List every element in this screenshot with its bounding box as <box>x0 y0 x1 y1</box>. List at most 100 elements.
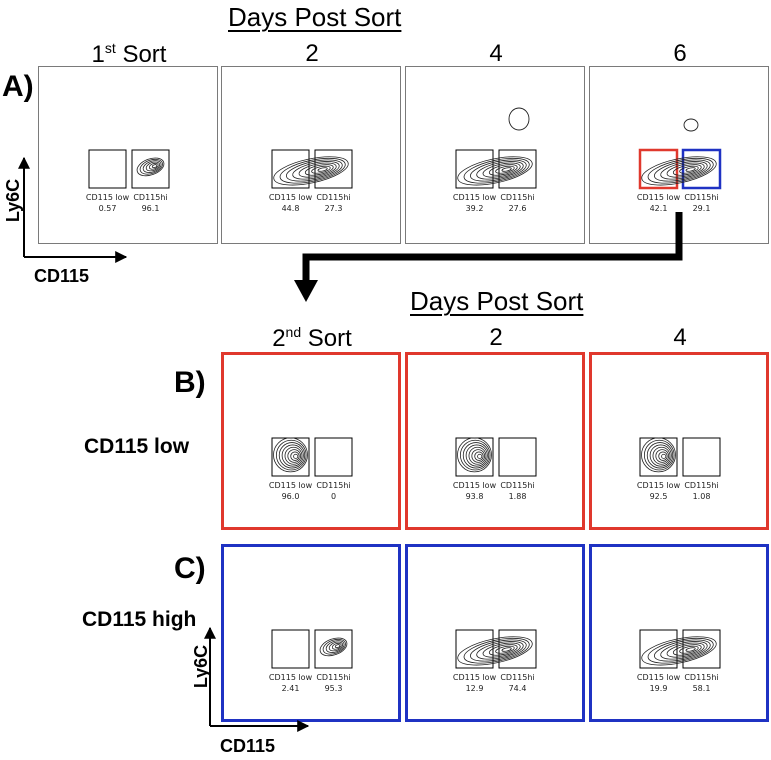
gate-high <box>314 437 353 477</box>
lo-contour-1 <box>459 439 491 471</box>
mid-contour-7 <box>685 647 696 652</box>
gate-low-label: CD115 low <box>453 673 497 682</box>
lo-contour-4 <box>468 446 487 465</box>
mid-contour-4 <box>482 642 521 658</box>
axes-a <box>18 156 128 263</box>
gate-high-label: CD115hi <box>316 193 350 202</box>
panel-letter-a: A) <box>2 70 34 103</box>
gate-high-value: 1.08 <box>693 492 711 501</box>
lo-contour-1 <box>275 439 307 471</box>
mid-contour-2 <box>653 159 711 182</box>
lo-contour-2 <box>462 442 490 469</box>
row-label-c: CD115 high <box>82 608 197 631</box>
gate-high-value: 0 <box>331 492 336 501</box>
mid-contour-1 <box>463 157 530 184</box>
col-head-a-2: 4 <box>489 40 503 67</box>
gate-high-label: CD115hi <box>316 673 350 682</box>
mid-contour-1 <box>647 157 714 184</box>
lo-contour-0 <box>457 437 492 473</box>
mid-contour-5 <box>488 644 518 656</box>
mid-contour-2 <box>469 639 527 662</box>
lo-contour-4 <box>652 446 671 465</box>
hi-contour-4 <box>148 162 159 170</box>
hi-contour-4 <box>331 642 342 650</box>
gate-high-label: CD115hi <box>500 481 534 490</box>
mid-contour-2 <box>653 639 711 662</box>
connector-arrowhead <box>294 280 318 302</box>
gate-high-label: CD115hi <box>684 481 718 490</box>
lo-contour-2 <box>646 442 674 469</box>
mid-contour-4 <box>666 162 705 178</box>
section-a-header: Days Post Sort <box>228 2 402 32</box>
mid-contour-1 <box>647 637 714 664</box>
gate-high <box>314 629 353 669</box>
lo-contour-4 <box>284 446 303 465</box>
gate-high-label: CD115hi <box>500 193 534 202</box>
col-head-a-3: 6 <box>673 40 687 67</box>
hi-contour-1 <box>322 638 346 655</box>
mid-contour-7 <box>501 167 512 172</box>
gate-low-label: CD115 low <box>453 481 497 490</box>
mid-contour-6 <box>495 645 515 654</box>
mid-contour-4 <box>482 162 521 178</box>
y-axis-label-a: Ly6C <box>3 178 24 223</box>
lo-contour-7 <box>661 453 667 459</box>
col-head-bc-2: 4 <box>673 324 687 351</box>
mid-contour-7 <box>317 167 328 172</box>
connector-arrow <box>294 212 683 302</box>
gate-high-value: 74.4 <box>509 684 527 693</box>
hi-contour-2 <box>325 640 345 653</box>
gate-low-value: 39.2 <box>466 204 484 213</box>
lo-contour-6 <box>474 451 484 461</box>
mid-contour-4 <box>666 642 705 658</box>
mid-contour-0 <box>273 156 349 186</box>
x-axis-label-a: CD115 <box>34 266 90 286</box>
lo-contour-5 <box>655 449 669 463</box>
lo-contour-0 <box>641 437 676 473</box>
gate-low-label: CD115 low <box>269 673 313 682</box>
gate-low-value: 0.57 <box>99 204 117 213</box>
gate-high <box>131 149 170 189</box>
mid-contour-1 <box>279 157 346 184</box>
gate-high-label: CD115hi <box>316 481 350 490</box>
lo-contour-3 <box>465 444 488 467</box>
outlier-contour <box>683 118 699 132</box>
y-axis-label-c: Ly6C <box>191 644 212 689</box>
gate-high-value: 96.1 <box>142 204 160 213</box>
panel-letter-b: B) <box>174 366 206 399</box>
lo-contour-5 <box>287 449 301 463</box>
hi-contour-3 <box>328 641 344 652</box>
lo-contour-1 <box>643 439 675 471</box>
gate-high-value: 58.1 <box>693 684 711 693</box>
mid-contour-6 <box>679 645 699 654</box>
gate-high-value: 29.1 <box>693 204 711 213</box>
col-head-bc-0: 2nd Sort <box>272 324 352 352</box>
mid-contour-4 <box>298 162 337 178</box>
lo-contour-0 <box>273 437 308 473</box>
lo-contour-6 <box>290 451 300 461</box>
row-label-b: CD115 low <box>84 435 190 458</box>
mid-contour-6 <box>495 165 515 174</box>
hi-contour-2 <box>142 160 162 173</box>
gate-high <box>682 437 721 477</box>
mid-contour-0 <box>641 636 717 666</box>
gate-high <box>498 149 537 189</box>
mid-contour-7 <box>685 167 696 172</box>
gate-low-label: CD115 low <box>637 481 681 490</box>
gate-low-value: 44.8 <box>282 204 300 213</box>
gate-low <box>271 629 310 669</box>
mid-contour-3 <box>292 161 340 180</box>
lo-contour-3 <box>649 444 672 467</box>
panel-letter-c: C) <box>174 552 206 585</box>
